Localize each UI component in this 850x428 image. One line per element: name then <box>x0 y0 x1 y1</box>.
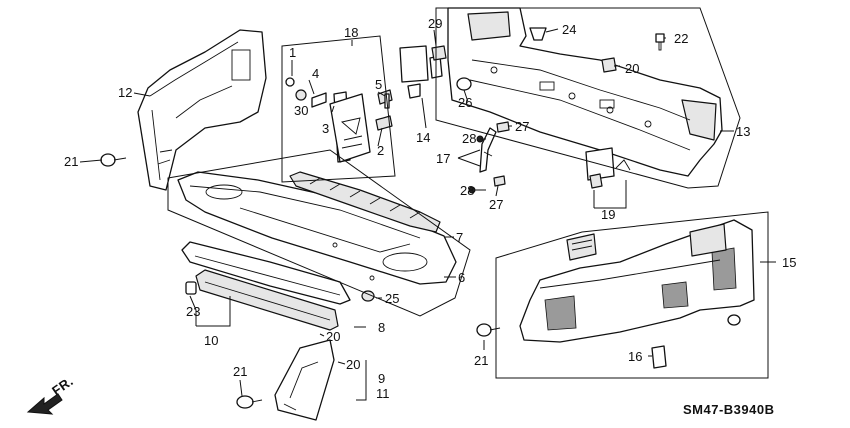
callout-2: 2 <box>377 143 384 158</box>
diagram-code: SM47-B3940B <box>683 402 775 417</box>
callout-28-a: 28 <box>462 131 476 146</box>
callout-7: 7 <box>456 230 463 245</box>
callout-13: 13 <box>736 124 750 139</box>
callout-9: 9 <box>378 371 385 386</box>
callout-3: 3 <box>322 121 329 136</box>
callout-19: 19 <box>601 207 615 222</box>
callout-5: 5 <box>375 77 382 92</box>
clip-25 <box>361 290 375 302</box>
callout-6: 6 <box>458 270 465 285</box>
callout-27-a: 27 <box>515 119 529 134</box>
callout-22: 22 <box>674 31 688 46</box>
leader-lines <box>79 28 776 401</box>
callout-14: 14 <box>416 130 430 145</box>
trunk-side-trim-panel <box>519 219 755 343</box>
callout-21-c: 21 <box>233 364 247 379</box>
callout-17: 17 <box>436 151 450 166</box>
callout-29: 29 <box>428 16 442 31</box>
direction-label: FR. <box>49 373 76 398</box>
callout-28-b: 28 <box>460 183 474 198</box>
clip-16 <box>651 345 667 369</box>
callout-30: 30 <box>294 103 308 118</box>
callout-1: 1 <box>289 45 296 60</box>
callout-26: 26 <box>458 95 472 110</box>
front-direction-arrow: FR. <box>26 373 76 415</box>
clip-arm-17 <box>479 127 497 173</box>
callout-4: 4 <box>312 66 319 81</box>
callout-27-b: 27 <box>489 197 503 212</box>
left-side-trim-panel <box>137 29 267 191</box>
callout-20-c: 20 <box>346 357 360 372</box>
callout-10: 10 <box>204 333 218 348</box>
callout-15: 15 <box>782 255 796 270</box>
callout-24: 24 <box>562 22 576 37</box>
callout-23: 23 <box>186 304 200 319</box>
corner-trim <box>274 339 335 421</box>
callout-18: 18 <box>344 25 358 40</box>
lower-trim-strip <box>181 241 351 331</box>
callout-21-b: 21 <box>474 353 488 368</box>
clip-23 <box>185 281 197 295</box>
callout-20-a: 20 <box>625 61 639 76</box>
callout-25: 25 <box>385 291 399 306</box>
callout-20-b: 20 <box>326 329 340 344</box>
small-fasteners <box>431 27 665 194</box>
callout-21-a: 21 <box>64 154 78 169</box>
push-clips-21 <box>100 153 501 409</box>
bracket-assembly <box>285 77 393 163</box>
group-frames <box>167 7 769 379</box>
upper-rear-panel <box>447 7 723 177</box>
callout-labels: 1 2 3 4 5 6 7 8 9 10 11 12 13 14 15 16 1… <box>64 16 796 401</box>
rear-shelf <box>177 171 457 285</box>
callout-16: 16 <box>628 349 642 364</box>
callout-12: 12 <box>118 85 132 100</box>
callout-11: 11 <box>376 386 390 401</box>
callout-8: 8 <box>378 320 385 335</box>
